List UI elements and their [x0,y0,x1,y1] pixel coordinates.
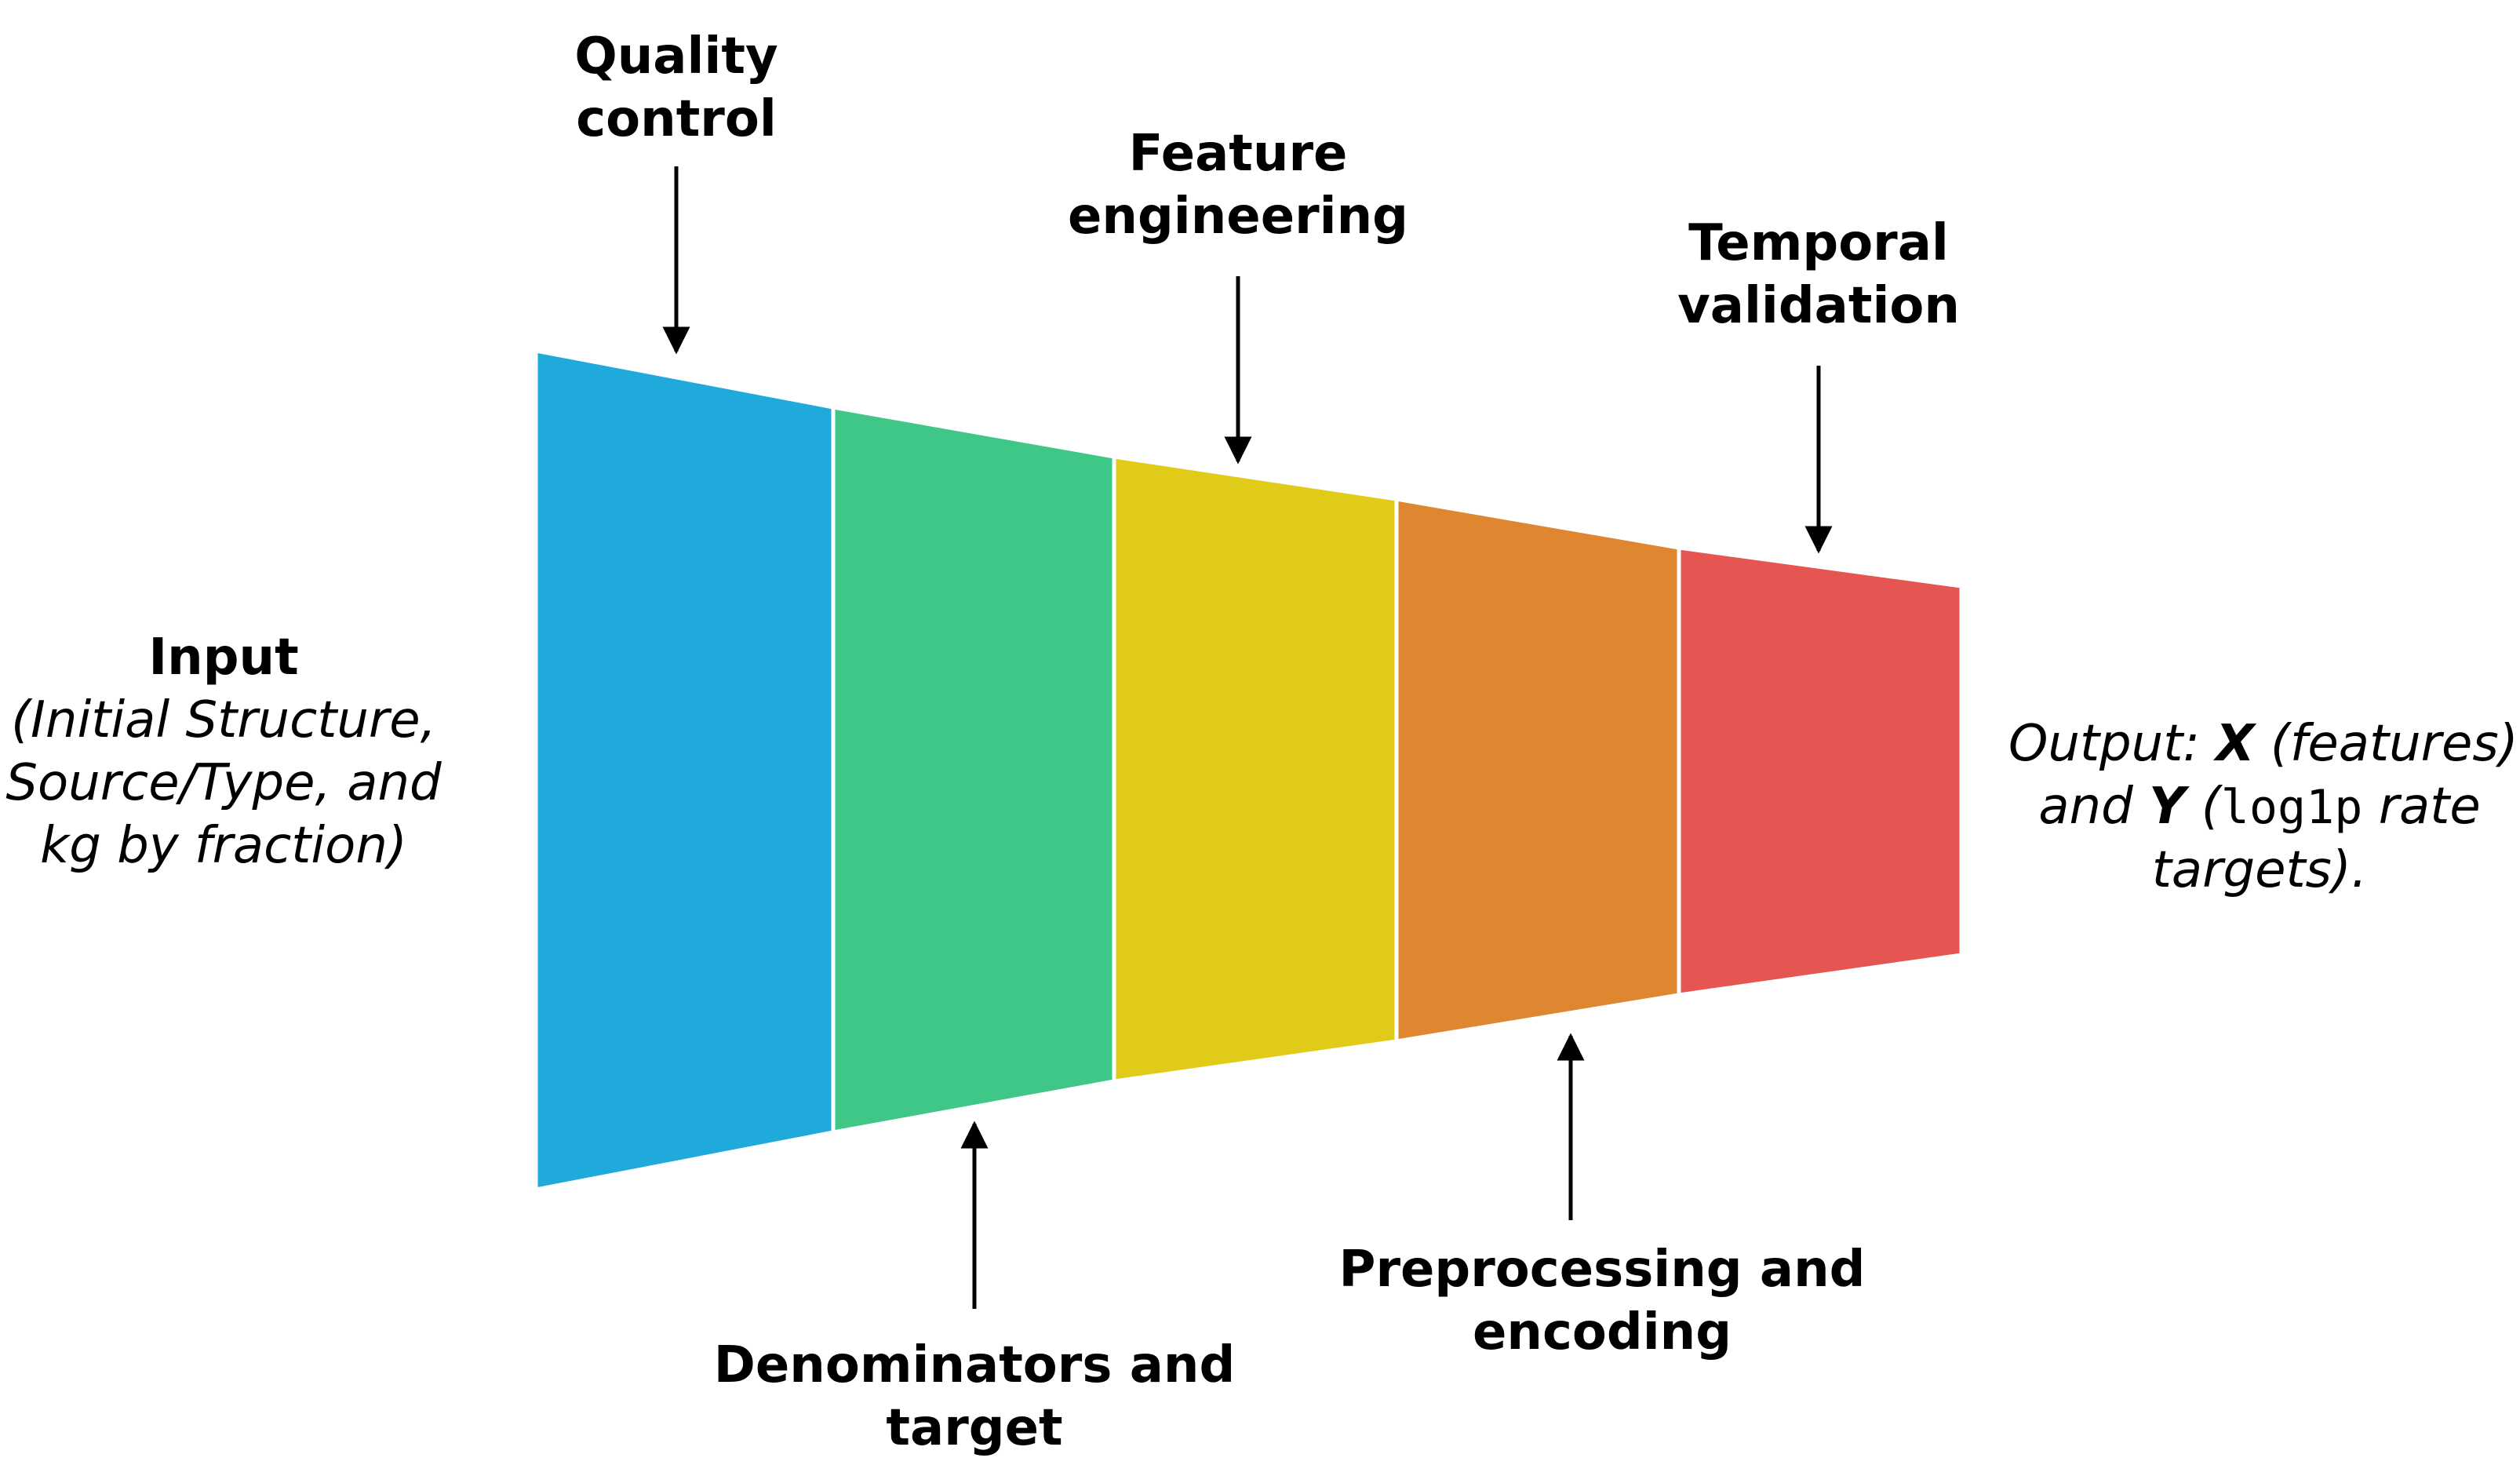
stage-quality-control-segment [533,348,836,1192]
stage-preprocessing-segment [1394,497,1681,1044]
input-description: Input (Initial Structure, Source/Type, a… [0,626,447,877]
input-title: Input [148,629,299,687]
label-preprocessing-encoding: Preprocessing and encoding [1338,1241,1866,1361]
label-temporal-validation: Temporal validation [1677,214,1960,335]
label-denominators-target: Denominators and target [713,1336,1236,1457]
output-log1p: log1p [2220,780,2363,835]
output-description: Output: X (features) and Y (log1p rate t… [2008,715,2518,899]
output-x-symbol: X [2216,715,2255,773]
output-y-symbol: Y [2149,778,2186,836]
label-feature-engineering: Feature engineering [1068,125,1408,246]
label-quality-control: Quality control [574,27,778,148]
stage-feature-engineering-segment [1112,454,1399,1084]
stage-temporal-validation-segment [1677,545,1964,997]
stage-denominators-segment [831,405,1116,1135]
